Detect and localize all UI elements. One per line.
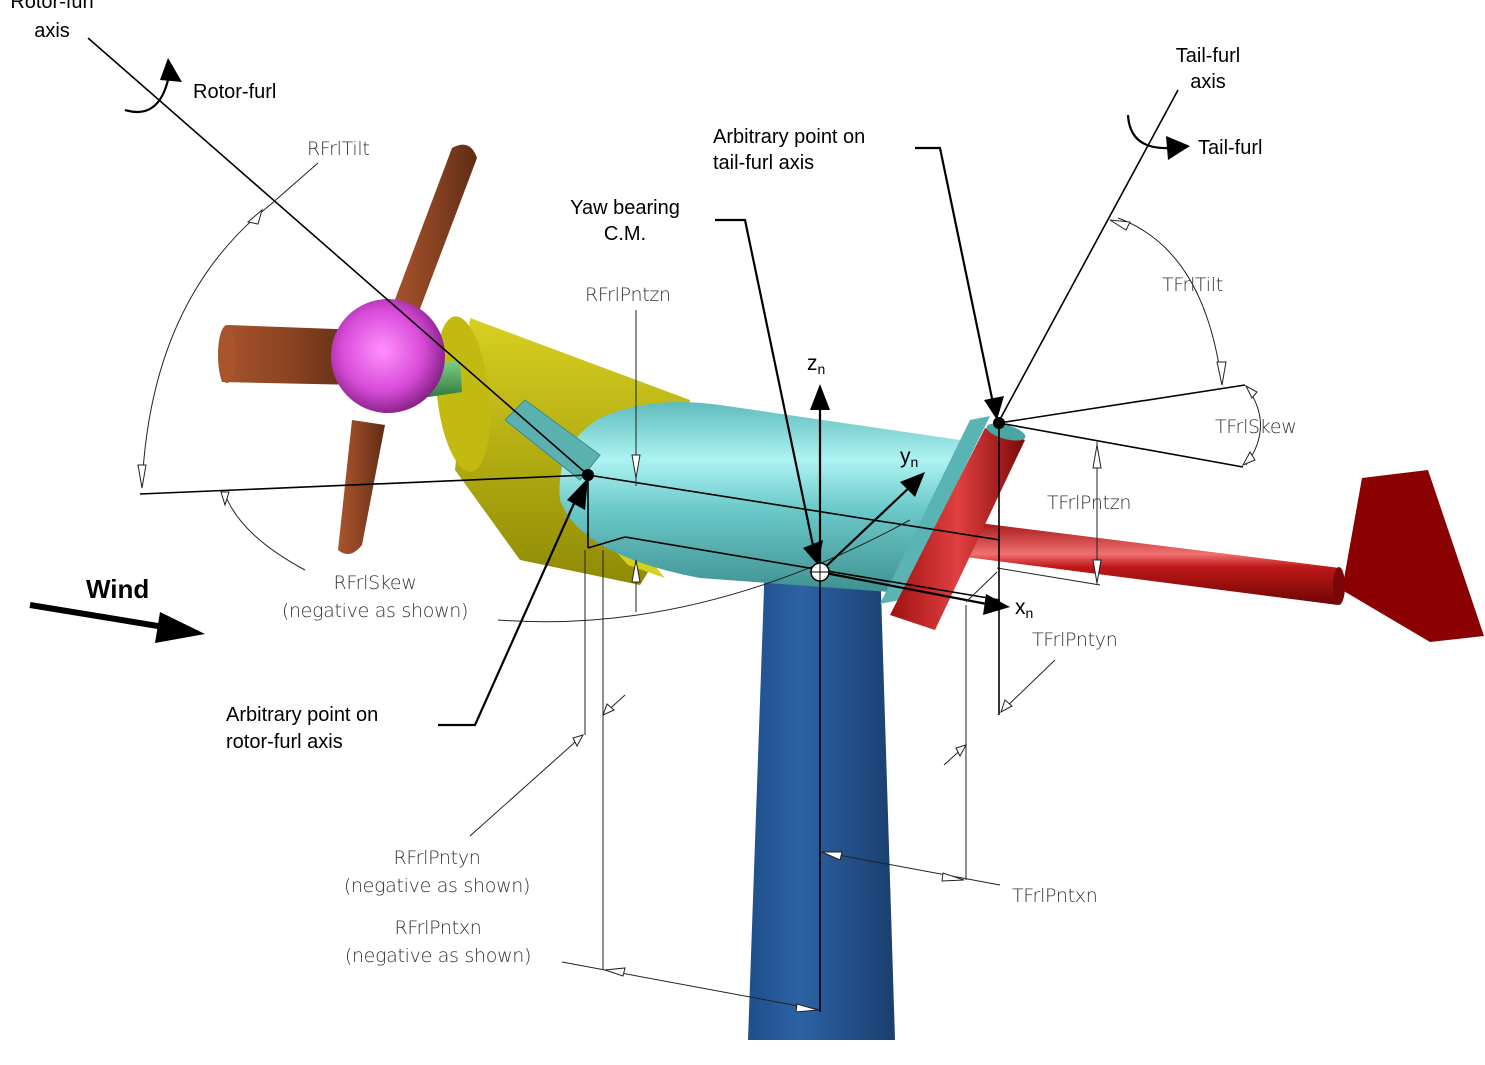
tfrl-pntyn-arrow — [1000, 699, 1013, 714]
tail-furl-label: Tail-furl — [1198, 137, 1262, 159]
blade-left — [218, 325, 362, 385]
wind-label: Wind — [86, 574, 149, 604]
wind-arrow-head — [155, 612, 205, 643]
rfrl-tilt-arc — [141, 204, 271, 489]
rotor-furl-arrowhead — [160, 58, 182, 82]
yn-arrowhead — [900, 472, 925, 497]
blade-left-tip — [218, 325, 236, 383]
rfrl-pntyn-label-2: (negative as shown) — [344, 875, 530, 897]
arb-point-rotor-label-2: rotor-furl axis — [226, 731, 343, 753]
tail-hinge — [890, 428, 1025, 630]
tfrl-tilt-label: TFrlTilt — [1162, 274, 1223, 296]
nacelle — [559, 401, 960, 595]
rfrl-pntzn-arrow-top — [631, 454, 641, 479]
tail-fin — [1342, 470, 1484, 642]
arb-point-tail-label-2: tail-furl axis — [713, 152, 814, 174]
rfrl-pntzn-arrow-bottom — [631, 559, 641, 583]
zn-label: zn — [807, 352, 825, 377]
rotor-axis-projection — [587, 474, 1001, 541]
tail-furl-rotation-arrow — [1126, 114, 1171, 150]
arb-point-tail-label-1: Arbitrary point on — [713, 126, 865, 148]
rfrl-tilt-arrow-top — [246, 208, 263, 225]
rfrl-tilt-arrow-bottom — [137, 464, 147, 489]
tfrl-skew-label: TFrlSkew — [1215, 416, 1296, 438]
tower — [748, 560, 895, 1040]
xn-axis — [819, 570, 993, 607]
rfrl-pntxn-arrow-left — [604, 967, 626, 977]
wind-arrow-shaft — [29, 602, 171, 631]
tfrl-pntyn-label: TFrlPntyn — [1032, 629, 1117, 651]
yaw-bearing-label-2: C.M. — [604, 223, 646, 245]
rotor-furl-axis-line — [87, 37, 589, 476]
yaw-bearing-label-1: Yaw bearing — [570, 197, 680, 219]
rotor-proj-line-2 — [587, 536, 626, 549]
tail-furl-axis-label-2: axis — [1190, 71, 1226, 93]
rfrl-skew-label-1: RFrlSkew — [333, 572, 416, 594]
rfrl-tilt-label: RFrlTilt — [307, 138, 369, 160]
tail-furl-axis-label-1: Tail-furl — [1176, 45, 1240, 67]
tail-point-arrowhead — [984, 396, 1004, 420]
nacelle-slot — [504, 399, 601, 481]
tfrl-skew-arrow-top — [1244, 384, 1258, 399]
rotor-hub — [331, 299, 445, 413]
tfrl-pntxn-line — [821, 851, 1001, 886]
tail-proj-diagonal — [965, 571, 998, 603]
rfrl-pntyn-leader — [469, 734, 584, 837]
rotor-point-arrowhead — [567, 478, 588, 510]
tail-furl-axis-line — [997, 89, 1179, 424]
tail-boom-end — [1333, 567, 1345, 605]
tfrl-pntxn-arrow-left — [821, 851, 843, 861]
tail-boom — [950, 520, 1340, 605]
rfrl-skew-arc — [224, 493, 306, 571]
xn-arrowhead — [983, 594, 1010, 615]
tfrl-pntzn-arrow-bottom — [1092, 559, 1102, 584]
tail-furl-arrowhead — [1166, 136, 1190, 160]
tail-skew-upper — [998, 384, 1246, 424]
blade-up — [388, 144, 477, 330]
tfrl-tilt-arrow-bottom — [1216, 361, 1227, 386]
rotor-furl-axis-label-2: axis — [34, 20, 70, 42]
rotor-skew-reference-line — [139, 474, 589, 495]
rfrl-pntyn-arrow — [572, 734, 585, 748]
tfrl-tilt-arc — [1117, 217, 1223, 386]
tfrl-pntyn-arrow-lower — [955, 744, 968, 758]
yaw-bearing-leader — [715, 218, 817, 556]
tfrl-skew-arrow-bottom — [1241, 451, 1256, 467]
rotor-furl-axis-label-1: Rotor-furl — [10, 0, 93, 13]
rfrl-skew-label-2: (negative as shown) — [282, 600, 468, 622]
arb-point-rotor-label-1: Arbitrary point on — [226, 704, 378, 726]
tail-point-leader — [915, 146, 996, 409]
yaw-bearing-arrowhead — [803, 540, 823, 565]
tfrl-pntzn-label: TFrlPntzn — [1047, 492, 1131, 514]
rfrl-pntzn-label: RFrlPntzn — [585, 284, 671, 306]
tail-proj-line — [996, 567, 1101, 586]
rfrl-pntyn-label-1: RFrlPntyn — [393, 847, 480, 869]
rfrl-pntxn-arrow-right — [795, 1003, 819, 1013]
yn-label: yn — [900, 445, 918, 470]
tfrl-pntzn-arrow-top — [1092, 444, 1102, 469]
rotor-furl-label: Rotor-furl — [193, 81, 276, 103]
rfrl-skew-arrow — [220, 491, 230, 507]
xn-label: xn — [1015, 596, 1033, 621]
tail-hinge-plate — [880, 416, 990, 604]
rfrl-pntyn-arrow-upper — [602, 703, 615, 716]
rfrl-skew-sweep-arc — [497, 519, 911, 623]
tfrl-tilt-arrow-top — [1109, 219, 1131, 231]
rotor-furl-rotation-arrow — [124, 79, 170, 114]
tfrl-pntxn-arrow-right — [941, 872, 965, 882]
yn-axis — [819, 484, 913, 573]
tfrl-pntyn-leader — [1000, 659, 1056, 713]
rfrl-tilt-leader — [269, 162, 319, 206]
generator-face — [435, 316, 491, 472]
blade-down — [338, 420, 385, 554]
rfrl-pntxn-label-1: RFrlPntxn — [394, 917, 481, 939]
zn-arrowhead — [810, 384, 830, 410]
rfrl-pntxn-label-2: (negative as shown) — [345, 945, 531, 967]
rotor-point-leader — [438, 489, 582, 727]
tfrl-pntxn-label: TFrlPntxn — [1012, 885, 1097, 907]
tail-skew-lower — [998, 422, 1244, 468]
